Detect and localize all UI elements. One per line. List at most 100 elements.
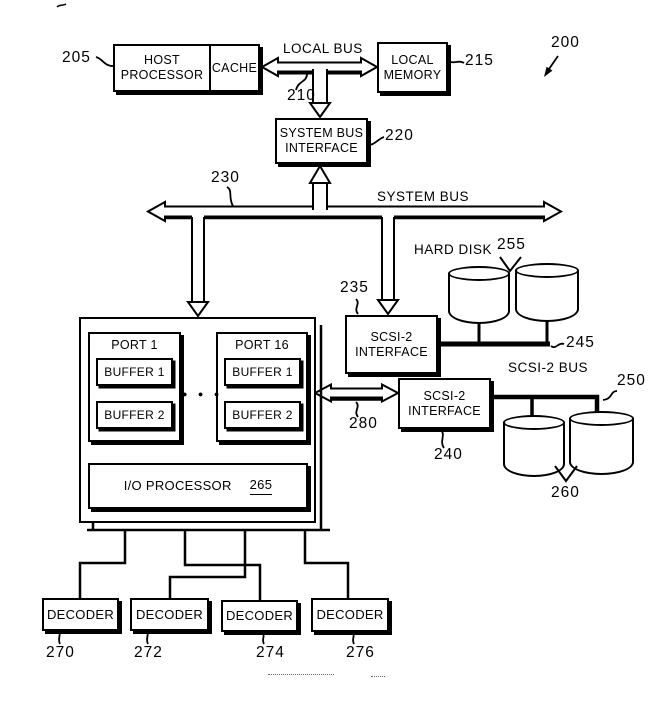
ref-274: 274 [256,644,285,661]
ref-215: 215 [465,52,494,69]
scsi-interface-upper-box: SCSI-2 INTERFACE [345,315,438,374]
decoder-line-1 [78,530,127,599]
leader-280 [355,401,359,418]
scsi-lower-line2: INTERFACE [408,403,481,418]
system-bus-interface-box: SYSTEM BUS INTERFACE [275,118,368,164]
local-bus-branch-arrowhead [308,102,332,119]
scsi-upper-line1: SCSI-2 [370,329,413,344]
local-bus-branch-walls [312,69,328,103]
stray-mark [56,3,67,8]
local-bus-label: LOCAL BUS [283,41,363,56]
host-processor-box: HOST PROCESSOR CACHE [113,44,260,92]
scsi-interface-lower-box: SCSI-2 INTERFACE [398,378,491,429]
decoder-line-2 [183,530,262,601]
ref-240: 240 [434,446,463,463]
port16-title: PORT 16 [235,338,289,352]
leader-235 [355,298,359,315]
host-processor-line2: PROCESSOR [120,68,204,82]
main-box-shadow [87,325,330,532]
leader-270 [57,630,61,645]
leader-250 [602,390,618,401]
disk-top-icon [448,266,510,281]
leader-215 [446,58,465,64]
ref-235: 235 [340,279,369,296]
hard-disk-label: HARD DISK [414,242,493,257]
scsi-upper-line2: INTERFACE [355,344,428,359]
decoder-box-2: DECODER [130,598,209,631]
ref-210: 210 [287,87,316,104]
ref-200: 200 [551,34,580,51]
leader-205 [95,56,114,67]
sbi-line1: SYSTEM BUS [279,126,364,140]
system-bus-label: SYSTEM BUS [377,189,470,204]
io-processor-title: I/O PROCESSOR [123,478,232,494]
disk-top-icon [569,411,634,426]
scsi-disk-2 [569,411,634,475]
io-processor-ref: 265 [249,477,273,495]
port16-buffer2: BUFFER 2 [224,401,301,429]
ref-245: 245 [566,334,595,351]
port1-buffer2: BUFFER 2 [96,401,173,429]
hard-disk-2 [515,263,579,322]
ref-260: 260 [551,484,580,501]
leader-276 [351,631,355,645]
port16-buffer1: BUFFER 1 [224,358,301,386]
sbi-up-fill [313,181,327,210]
scsi-lower-line1: SCSI-2 [423,388,466,403]
cache-cell: CACHE [211,60,258,75]
leader-274 [261,631,265,645]
disk-top-icon [515,263,579,278]
pointer-255 [499,256,522,273]
system-bus-arrow [145,200,564,223]
sbi-up-arrowhead [308,164,332,184]
decoder-box-4: DECODER [311,598,389,632]
port16-box: PORT 16 BUFFER 1 BUFFER 2 [216,332,308,442]
local-bus-branch-fill [313,69,327,103]
ref-250: 250 [617,372,646,389]
ref-276: 276 [346,644,375,661]
host-processor-cell: HOST PROCESSOR [115,46,211,90]
ref-255: 255 [497,236,526,253]
leader-220 [366,136,385,146]
ref-230: 230 [211,169,240,186]
drop-main-arrowhead [186,301,210,318]
local-memory-line1: LOCAL [391,52,434,67]
ref-220: 220 [385,127,414,144]
leader-245 [550,342,565,348]
scsi-disk-1 [503,415,565,477]
local-memory-line2: MEMORY [383,67,442,82]
ref-205: 205 [62,49,91,66]
io-processor-box: I/O PROCESSOR 265 [88,463,308,509]
decoder-box-3: DECODER [221,600,298,632]
sbi-up-walls [312,183,328,210]
ref-270: 270 [46,644,75,661]
decoder-box-1: DECODER [42,598,119,631]
host-processor-line1: HOST [144,53,180,67]
drop-scsi-arrowhead [376,299,400,316]
drop-main-fill [192,215,204,302]
local-memory-box: LOCAL MEMORY [377,42,448,93]
scan-artifact [268,674,334,675]
drop-scsi-walls [381,217,395,300]
decoder-line-3 [168,530,247,599]
disk-top-icon [503,415,565,430]
figure-ref-arrowhead [544,66,553,77]
drop-scsi-fill [382,215,394,300]
leader-230 [226,186,234,207]
figure-ref-arrow-line [548,55,559,70]
leader-210 [295,73,308,91]
hard-disk-1 [448,266,510,324]
decoder-line-4 [303,530,350,599]
port1-title: PORT 1 [111,338,158,352]
ref-272: 272 [134,644,163,661]
pointer-260 [554,465,578,483]
leader-272 [145,630,149,645]
ports-ellipsis: ● ● ● [182,389,224,399]
ref-280: 280 [349,415,378,432]
port1-box: PORT 1 BUFFER 1 BUFFER 2 [88,332,181,442]
sbi-line2: INTERFACE [285,141,358,155]
port1-buffer1: BUFFER 1 [96,358,173,386]
